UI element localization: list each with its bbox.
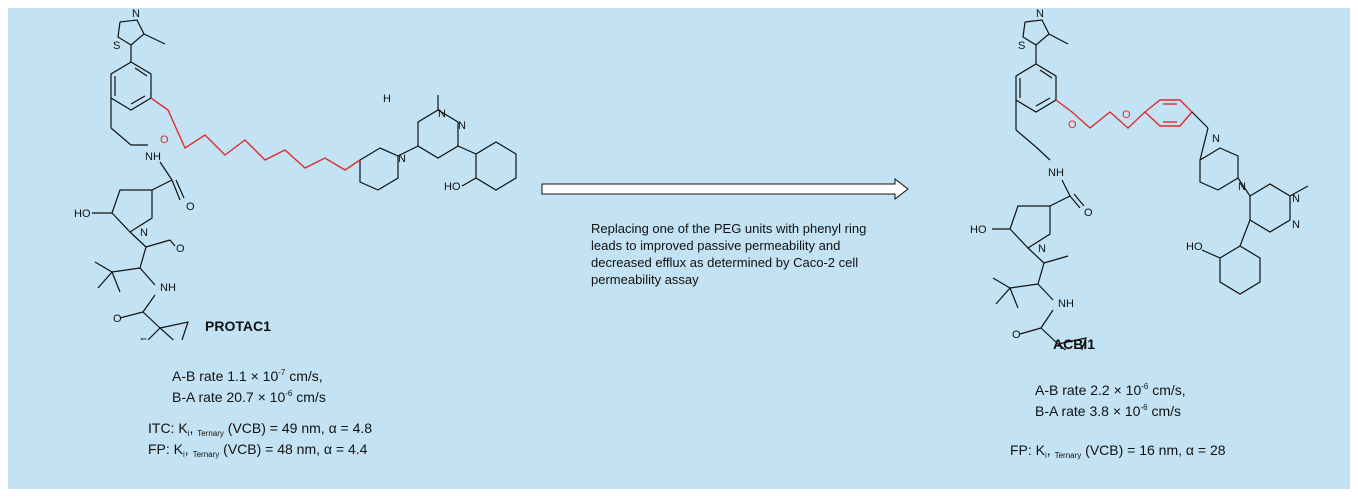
peg-linker [150,97,361,171]
atom-o: O [176,243,185,255]
atom-n: N [140,227,148,239]
thiazole-ring [117,19,145,46]
pyridazine-left [417,109,459,159]
atom-nh: NH [145,151,161,163]
protac1-name: PROTAC1 [205,318,271,334]
atom-s: S [1018,40,1025,52]
protac1-fp-value: FP: Ki, Ternary (VCB) = 48 nm, α = 4.4 [148,441,368,459]
proline-ring [111,189,153,233]
atom-nh: NH [1058,298,1074,310]
cyclopropane-left [158,321,189,340]
proline-ring [1009,205,1051,249]
atom-o: O [1012,329,1021,341]
atom-n: N [398,153,406,165]
cyclopropane-right [1056,337,1087,350]
atom-o: O [186,201,195,213]
atom-n: N [1038,243,1046,255]
acbi1-ba-rate: B-A rate 3.8 × 10-6 cm/s [1035,403,1182,419]
atom-o: O [160,134,169,146]
atom-n: N [132,8,140,20]
piperazine-right [1199,147,1239,191]
benzene-ring-right [1015,63,1057,113]
protac1-ba-rate: B-A rate 20.7 × 10-6 cm/s [172,389,326,405]
atom-n: N [1036,8,1044,20]
atom-ho: HO [970,224,987,236]
atom-ho: HO [74,208,91,220]
acbi1-ab-rate: A-B rate 2.2 × 10-6 cm/s, [1035,382,1186,398]
acbi1-name: ACBI1 [1053,336,1096,352]
atom-n: N [1212,133,1220,145]
atom-o: O [1122,109,1131,121]
atom-n: N [438,108,446,120]
reaction-arrow [541,178,909,201]
atom-ho: HO [444,181,461,193]
protac1-ab-rate: A-B rate 1.1 × 10-7 cm/s, [172,368,323,384]
atom-n: N [1238,181,1246,193]
atom-nh: NH [160,282,176,294]
atom-n: N [1292,219,1300,231]
thiazole-ring [1022,19,1050,46]
pyridazine-right [1249,183,1291,233]
atom-s: S [113,40,120,52]
atom-nh: NH [1048,167,1064,179]
protac1-structure: S N O NH O HO N O NH O F H N N N HO [74,8,517,340]
atom-ho: HO [1186,241,1203,253]
phenol-ring-left [475,141,517,191]
acbi1-structure: S N O O NH O HO N NH O F N N N N HO [970,8,1309,350]
atom-f: F [140,337,147,340]
phenol-ring-right [1219,245,1261,295]
figure-panel [8,8,1350,489]
piperazine-left [359,147,399,191]
atom-h: H [383,93,391,105]
atom-n: N [458,120,466,132]
acbi1-fp-value: FP: Ki, Ternary (VCB) = 16 nm, α = 28 [1010,442,1226,460]
atom-o: O [113,313,122,325]
atom-o: O [1068,119,1077,131]
arrow-caption: Replacing one of the PEG units with phen… [591,221,867,287]
atom-o: O [1084,207,1093,219]
protac1-itc-value: ITC: Ki, Ternary (VCB) = 49 nm, α = 4.8 [148,420,373,438]
benzene-ring-left [110,61,152,111]
atom-n: N [1292,193,1300,205]
